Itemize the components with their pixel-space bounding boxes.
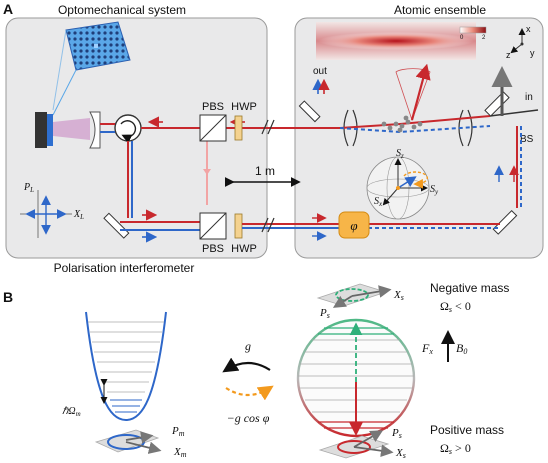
- atom-cloud-density: [318, 32, 474, 50]
- optomechanical-title: Optomechanical system: [58, 3, 186, 17]
- beam-in: [489, 109, 539, 117]
- phase-shifter: [338, 211, 370, 239]
- x-axis-letter: x: [526, 24, 531, 34]
- mech-phase-plane: [94, 429, 162, 454]
- distance-label: 1 m: [255, 164, 275, 178]
- panel-b-letter: B: [3, 289, 13, 305]
- xm-label: Xm: [173, 446, 187, 459]
- xs-top-label: Xs: [393, 289, 404, 302]
- ps-top-label: Ps: [319, 307, 330, 320]
- bloch-sphere: [366, 156, 430, 220]
- panel-a-letter: A: [3, 1, 13, 17]
- mirror-bottom-right: [492, 209, 518, 235]
- z-axis-letter: z: [506, 50, 511, 60]
- pl-axis-label: PL: [23, 182, 34, 194]
- coupling-back-arrow: [225, 385, 274, 401]
- in-label: in: [525, 92, 533, 103]
- xyz-axes-icon: [510, 28, 526, 54]
- fiber-break-bottom: [261, 217, 275, 233]
- colorbar-min: 0: [460, 35, 464, 41]
- positive-mass-condition: Ωs > 0: [440, 441, 471, 456]
- lens-left-2: [352, 109, 358, 147]
- mirror-bottom-left: [103, 212, 130, 239]
- sx-label: Sx: [374, 196, 383, 208]
- colorbar: [459, 26, 487, 34]
- ps-bottom-label: Ps: [391, 427, 402, 440]
- sz-label: Sz: [396, 148, 404, 160]
- pbs-top: [199, 114, 227, 142]
- hwp-top: [234, 115, 243, 141]
- coupling-back-label: −g cos φ: [227, 411, 270, 425]
- spin-energy-sphere: [296, 318, 416, 438]
- b0-label: B0: [456, 341, 467, 356]
- sy-label: Sy: [430, 184, 439, 196]
- y-axis-letter: y: [530, 48, 535, 58]
- hwp-bottom: [234, 213, 243, 239]
- spin-phase-plane-bottom: [318, 430, 394, 459]
- beam-through-atoms-red: [339, 115, 491, 129]
- spin-phase-plane-top: [316, 283, 392, 308]
- atomic-ensemble-box: [294, 17, 544, 259]
- hwp-top-label: HWP: [231, 101, 257, 113]
- pm-label: Pm: [171, 425, 185, 438]
- pbs-bottom-label: PBS: [202, 243, 224, 255]
- phase-label: φ: [350, 218, 357, 233]
- coupling-g-label: g: [245, 339, 251, 353]
- coupling-g-arrow: [222, 357, 271, 373]
- atom-cluster: [381, 115, 423, 133]
- hbar-omega-label: ℏΩm: [62, 406, 81, 418]
- atomic-ensemble-title: Atomic ensemble: [394, 3, 486, 17]
- colorbar-max: 2: [482, 35, 486, 41]
- negative-mass-condition: Ωs < 0: [440, 299, 471, 314]
- beam-through-atoms-blue: [339, 125, 491, 134]
- xl-axis-label: XL: [73, 209, 84, 221]
- harmonic-potential: [85, 311, 167, 422]
- optomechanical-cavity: [35, 111, 101, 149]
- polarisation-interferometer-label: Polarisation interferometer: [54, 261, 195, 275]
- pbs-top-label: PBS: [202, 101, 224, 113]
- light-phase-axes: [20, 190, 72, 238]
- negative-mass-label: Negative mass: [430, 281, 509, 295]
- lens-right: [467, 109, 473, 147]
- spin-vector: [410, 63, 431, 121]
- fx-label: Fx: [421, 341, 433, 356]
- xs-bottom-label: Xs: [395, 447, 406, 460]
- fiber-break-top: [261, 119, 275, 135]
- membrane-inset: [52, 21, 131, 116]
- circulator: [114, 114, 142, 144]
- mirror-out: [298, 100, 321, 123]
- pbs-bottom: [199, 212, 227, 240]
- hwp-bottom-label: HWP: [231, 243, 257, 255]
- bs-label: BS: [520, 134, 534, 145]
- out-label: out: [313, 66, 327, 77]
- pink-arrow: [203, 169, 211, 175]
- positive-mass-label: Positive mass: [430, 423, 504, 437]
